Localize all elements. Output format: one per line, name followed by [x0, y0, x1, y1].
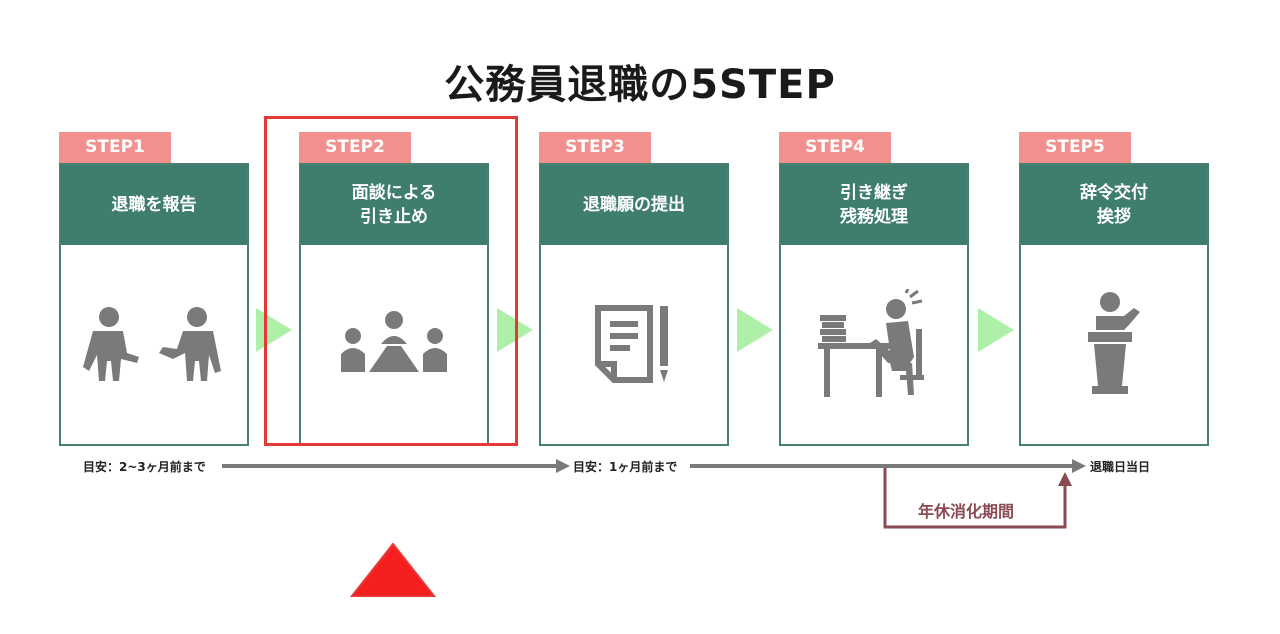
step-2-highlight-box: [264, 116, 518, 446]
step-2-card: STEP2 面談による 引き止め: [299, 132, 489, 446]
step-arrow-3: [737, 308, 773, 356]
step-1-tag: STEP1: [59, 132, 171, 163]
step-4-card: STEP4 引き継ぎ 残務処理: [779, 132, 969, 446]
step-1-heading: 退職を報告: [61, 165, 247, 245]
document-pen-icon: [595, 304, 668, 383]
up-triangle-icon: [349, 542, 437, 597]
step-5-card: STEP5 辞令交付 挨拶: [1019, 132, 1209, 446]
step-1-card: STEP1 退職を報告: [59, 132, 249, 446]
timeline-start-label: 目安：2~3ヶ月前まで: [83, 460, 206, 474]
step-3-heading: 退職願の提出: [541, 165, 727, 245]
step-3-card: STEP3 退職願の提出: [539, 132, 729, 446]
two-people-talking-icon: [83, 306, 221, 381]
step-2-tag: STEP2: [299, 132, 411, 163]
step-3-tag: STEP3: [539, 132, 651, 163]
step-5-heading: 辞令交付 挨拶: [1021, 165, 1207, 245]
step-4-tag: STEP4: [779, 132, 891, 163]
timeline-middle-label: 目安：1ヶ月前まで: [573, 460, 678, 474]
desk-worker-icon: [818, 288, 924, 397]
step-5-tag: STEP5: [1019, 132, 1131, 163]
step-arrow-4: [978, 308, 1014, 356]
timeline-end-label: 退職日当日: [1090, 460, 1151, 474]
speaker-podium-icon: [1088, 291, 1140, 394]
meeting-table-icon: [341, 310, 447, 372]
step-4-heading: 引き継ぎ 残務処理: [781, 165, 967, 245]
step-2-heading: 面談による 引き止め: [301, 165, 487, 245]
vacation-period-label: 年休消化期間: [918, 502, 1015, 521]
page-title: 公務員退職の5STEP: [444, 62, 836, 108]
